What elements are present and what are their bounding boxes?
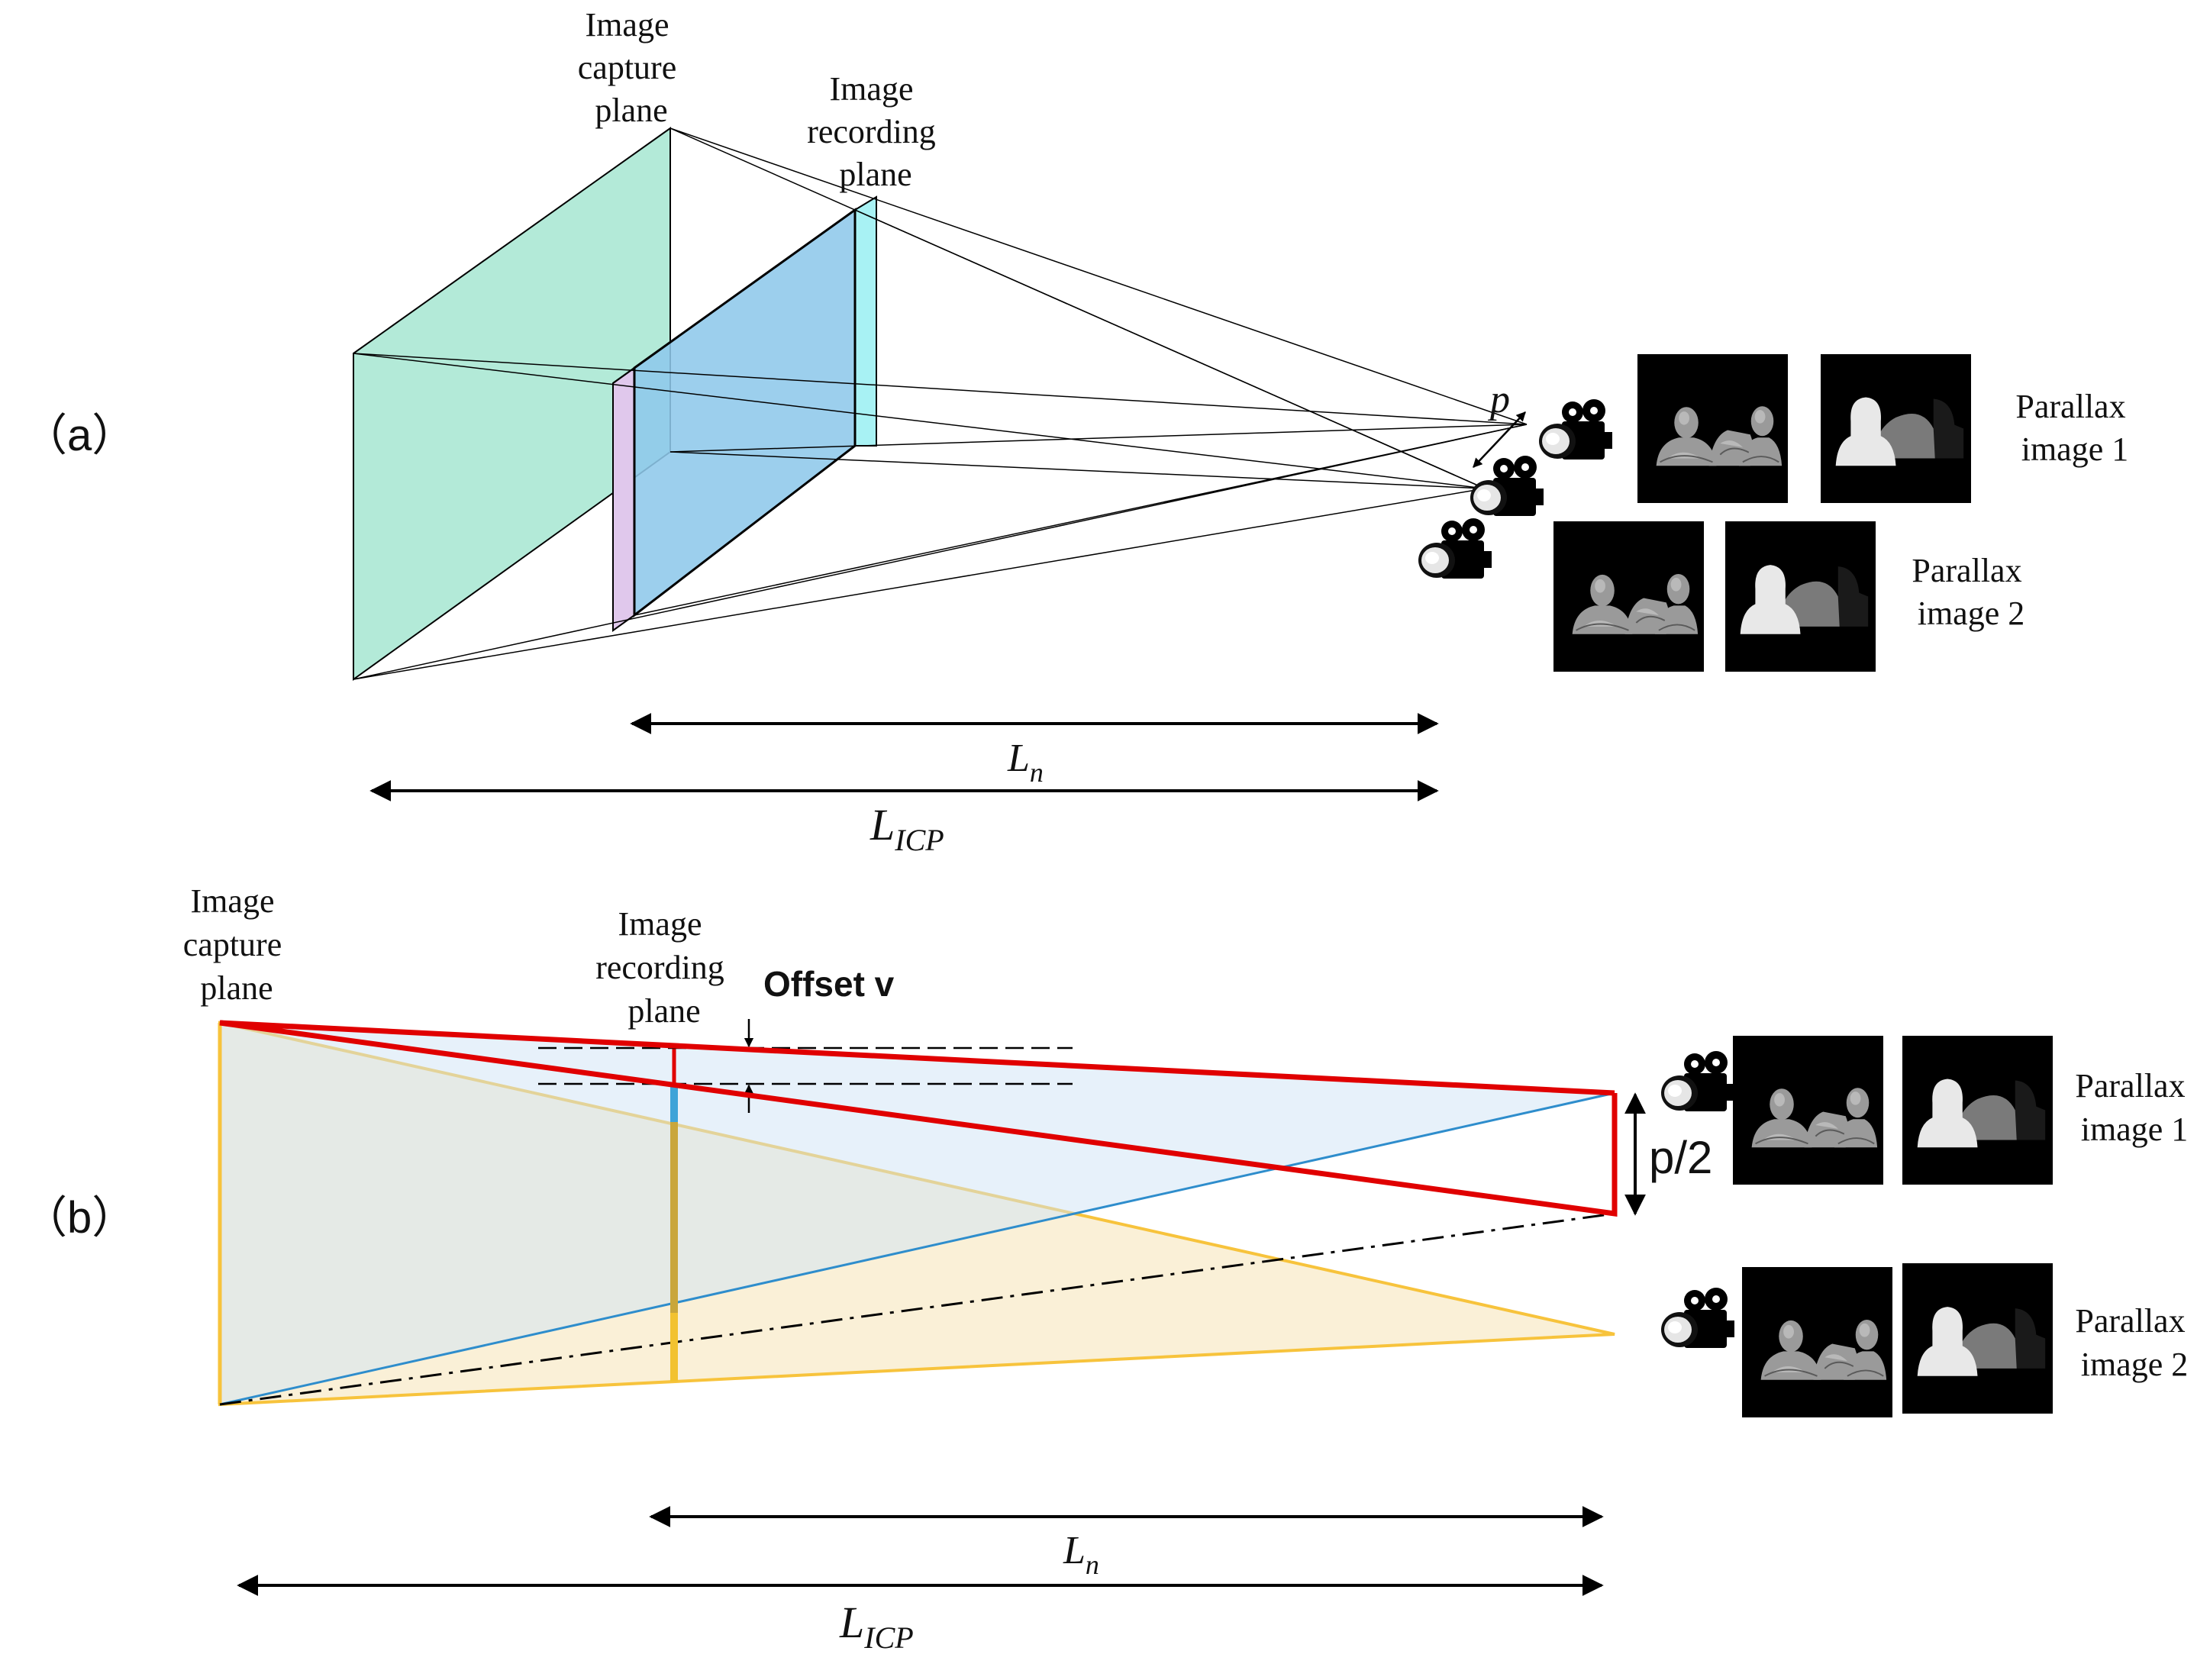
blue-frustum bbox=[220, 1023, 1615, 1404]
parallax-image-1-label: Parallax image 1 bbox=[2015, 388, 2134, 468]
statue-image bbox=[1741, 1266, 1893, 1418]
panel-a: （a） p bbox=[23, 6, 2134, 857]
parallax-image-2-label: Parallax image 2 bbox=[2075, 1302, 2193, 1383]
recording-plane-label: Image recording plane bbox=[807, 70, 944, 193]
capture-plane-label: Image capture plane bbox=[578, 6, 685, 129]
statue-image bbox=[1553, 521, 1705, 672]
camera-icon bbox=[1661, 1051, 1734, 1111]
red-frustum bbox=[219, 1020, 1618, 1217]
camera-icon bbox=[1661, 1288, 1734, 1348]
depth-map-image bbox=[1902, 1036, 2053, 1185]
statue-image bbox=[1637, 353, 1789, 504]
panel-b: （b） Offset v p/2 bbox=[23, 882, 2193, 1655]
licp-label: LICP bbox=[839, 1598, 914, 1655]
recording-plane-edge-purple bbox=[612, 366, 635, 632]
ln-label: Ln bbox=[1007, 737, 1044, 788]
depth-map-image bbox=[1821, 354, 1971, 503]
ln-label: Ln bbox=[1063, 1529, 1099, 1580]
panel-b-label: （b） bbox=[23, 1193, 136, 1243]
statue-image bbox=[1732, 1035, 1884, 1185]
recording-plane-label: Image recording plane bbox=[595, 905, 733, 1030]
p-label: p bbox=[1487, 378, 1510, 421]
panel-a-label: （a） bbox=[23, 411, 136, 460]
depth-map-image bbox=[1902, 1263, 2053, 1414]
blue-line bbox=[219, 1092, 1615, 1406]
offset-v-label: Offset v bbox=[763, 964, 895, 1004]
camera-icon bbox=[1470, 456, 1544, 516]
parallax-image-1-label: Parallax image 1 bbox=[2075, 1067, 2193, 1148]
depth-map-image bbox=[1725, 521, 1876, 672]
parallax-image-2-label: Parallax image 2 bbox=[1912, 552, 2030, 632]
half-p-label: p/2 bbox=[1649, 1132, 1712, 1183]
camera-icon bbox=[1418, 518, 1492, 579]
recording-plane-edge-cyan bbox=[854, 195, 877, 447]
licp-label: LICP bbox=[869, 800, 944, 857]
capture-plane-label: Image capture plane bbox=[183, 882, 290, 1007]
projection-lines bbox=[353, 127, 1528, 680]
camera-icon bbox=[1539, 399, 1612, 460]
center-axis-line bbox=[219, 1212, 1615, 1406]
p-arrow bbox=[1473, 411, 1526, 468]
